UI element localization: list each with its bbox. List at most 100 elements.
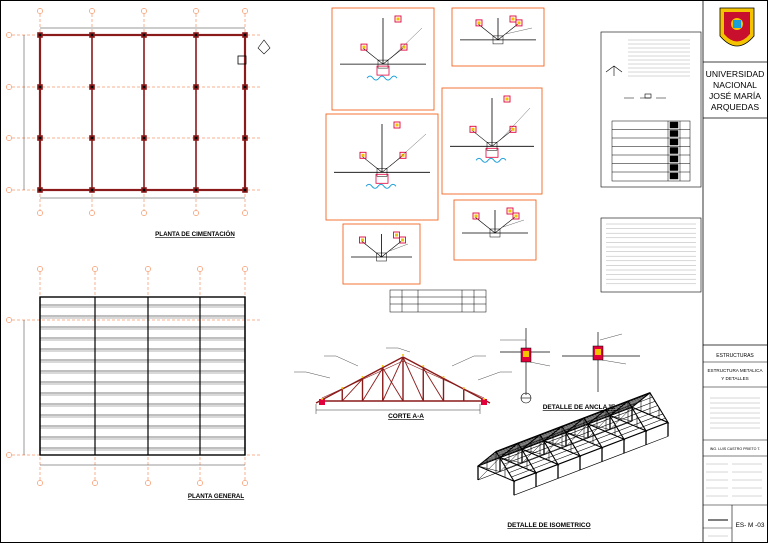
leader-line bbox=[390, 27, 423, 59]
axis-bubble bbox=[6, 32, 12, 38]
iso-bracing bbox=[543, 440, 567, 447]
iso-base-line bbox=[513, 436, 669, 496]
weld-symbol-icon bbox=[472, 212, 480, 220]
weld-symbol-fill bbox=[505, 97, 509, 101]
notes-panel bbox=[600, 31, 702, 293]
gusset-plate bbox=[377, 59, 389, 69]
weld-symbol-fill bbox=[361, 153, 365, 157]
callout-leader bbox=[335, 355, 359, 367]
footing bbox=[242, 135, 248, 141]
axis-bubble bbox=[145, 480, 151, 486]
weld-symbol-fill bbox=[511, 127, 515, 131]
general-plan-title: PLANTA GENERAL bbox=[188, 493, 245, 500]
isometric-title: DETALLE DE ISOMETRICO bbox=[507, 522, 590, 529]
web-diagonal bbox=[362, 367, 384, 402]
detail-frame bbox=[451, 7, 545, 67]
support-plate bbox=[319, 399, 325, 405]
iso-bracing bbox=[477, 465, 501, 472]
gusset-plate bbox=[376, 168, 388, 177]
diagonal-member bbox=[361, 240, 382, 258]
web-diagonal bbox=[382, 367, 404, 402]
detail-frame bbox=[325, 113, 439, 221]
axis-bubble bbox=[6, 317, 12, 323]
weld-symbol-fill bbox=[474, 214, 478, 218]
weld-callout-icon bbox=[485, 147, 499, 158]
purlin-node bbox=[341, 387, 344, 389]
weld-symbol-icon bbox=[506, 207, 514, 215]
axis-bubble bbox=[197, 480, 203, 486]
legend-swatch bbox=[669, 130, 679, 137]
axis-bubble bbox=[197, 266, 203, 272]
author-name: ING. LUIS CASTRO PRIETO T. bbox=[710, 447, 761, 451]
weld-symbol-icon bbox=[359, 151, 367, 159]
callout-leader bbox=[305, 371, 331, 379]
iso-eave-beam bbox=[513, 421, 669, 482]
foundation-plan: PLANTA DE CIMENTACIÓN bbox=[6, 8, 271, 238]
leader-line bbox=[389, 133, 427, 167]
footing bbox=[89, 84, 95, 90]
iso-purlin bbox=[488, 398, 643, 459]
weld-symbol-fill bbox=[362, 45, 366, 49]
purlin-node bbox=[361, 376, 364, 378]
diagonal-member bbox=[361, 156, 383, 173]
callout-leader bbox=[477, 371, 501, 381]
content-line-1: ESTRUCTURA METALICA bbox=[707, 368, 763, 373]
axis-bubble bbox=[37, 8, 43, 14]
footing bbox=[193, 187, 199, 193]
weld-symbol-fill bbox=[517, 21, 521, 25]
detail-frame bbox=[331, 7, 435, 111]
university-name-line-3: JOSÉ MARÍA bbox=[709, 91, 761, 101]
purlin-node bbox=[402, 354, 404, 356]
iso-eave-beam bbox=[477, 406, 633, 467]
diagonal-member bbox=[494, 216, 516, 234]
general-plan: PLANTA GENERAL bbox=[6, 266, 262, 500]
iso-purlin bbox=[485, 400, 640, 461]
weld-symbol-fill bbox=[401, 238, 404, 242]
callout-leader bbox=[599, 333, 623, 341]
footing bbox=[37, 32, 43, 38]
footing bbox=[141, 32, 147, 38]
callout-leader bbox=[451, 355, 475, 367]
content-line-2: Y DETALLES bbox=[721, 376, 748, 381]
detail-frame bbox=[441, 87, 543, 195]
isometric-detail: DETALLE DE ISOMETRICO bbox=[476, 391, 670, 529]
weld-symbol-icon bbox=[393, 231, 400, 239]
legend-swatch bbox=[669, 138, 679, 146]
weld-symbol-icon bbox=[503, 95, 511, 103]
bolt-group bbox=[365, 183, 397, 189]
footing bbox=[89, 32, 95, 38]
diagonal-member bbox=[362, 47, 384, 65]
footing bbox=[37, 84, 43, 90]
gusset-plate bbox=[492, 35, 504, 45]
gusset-plate bbox=[486, 142, 498, 151]
axis-bubble bbox=[37, 210, 43, 216]
web-diagonal bbox=[402, 356, 424, 402]
connection-details bbox=[325, 7, 545, 285]
bolt-group bbox=[475, 157, 507, 163]
callout-leader bbox=[397, 347, 411, 353]
web-diagonal bbox=[382, 356, 404, 402]
axis-bubble bbox=[6, 187, 12, 193]
weld-symbol-icon bbox=[512, 212, 520, 220]
top-chord-left bbox=[315, 356, 404, 404]
axis-bubble bbox=[193, 8, 199, 14]
weld-callout-icon bbox=[375, 173, 389, 184]
iso-bracing bbox=[587, 423, 611, 430]
axis-bubble bbox=[37, 480, 43, 486]
leader-line bbox=[502, 219, 525, 228]
callout-leader bbox=[529, 361, 551, 367]
purlin-node bbox=[483, 398, 485, 400]
footing bbox=[89, 187, 95, 193]
detail-frame bbox=[453, 199, 537, 261]
axis-bubble bbox=[242, 266, 248, 272]
leader-line bbox=[499, 107, 531, 141]
weld-symbol-icon bbox=[393, 121, 401, 129]
iso-purlin bbox=[493, 394, 648, 454]
university-name-line-2: NACIONAL bbox=[713, 80, 757, 90]
footing bbox=[242, 84, 248, 90]
weld-symbol-fill bbox=[402, 45, 406, 49]
weld-symbol-fill bbox=[361, 238, 364, 242]
footing bbox=[141, 187, 147, 193]
weld-symbol-icon bbox=[515, 19, 523, 27]
north-arrow-icon bbox=[257, 39, 271, 55]
